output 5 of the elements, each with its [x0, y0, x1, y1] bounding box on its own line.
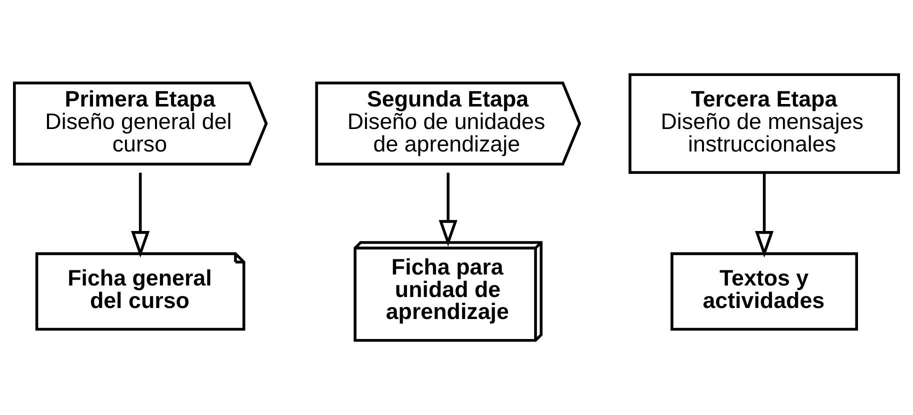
arrow [131, 172, 150, 258]
node-box: Tercera Etapa Diseño de mensajes instruccionales [628, 73, 900, 174]
arrow [754, 172, 774, 258]
node-box: Textos y actividades [670, 252, 858, 331]
arrow [438, 172, 458, 247]
